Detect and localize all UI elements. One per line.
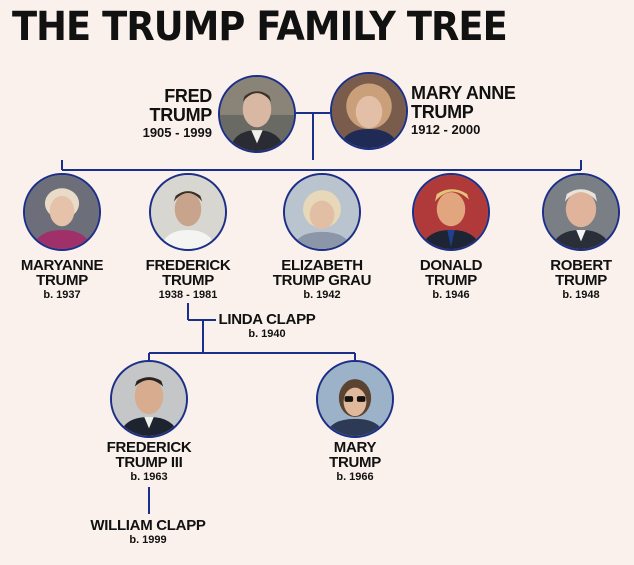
fred-trump-photo	[218, 75, 296, 153]
elizabeth-trump-grau-name-line1: ELIZABETH	[281, 257, 363, 274]
elizabeth-trump-grau-label: ELIZABETH TRUMP GRAU b. 1942	[262, 258, 382, 302]
frederick-trump-iii-dates: b. 1963	[130, 471, 168, 483]
frederick-trump-iii-photo	[110, 360, 188, 438]
donald-trump-dates: b. 1946	[432, 289, 470, 301]
mary-trump-label: MARY TRUMP b. 1966	[300, 440, 410, 484]
frederick-trump-dates: 1938 - 1981	[158, 289, 218, 301]
page-title: THE TRUMP FAMILY TREE	[12, 4, 508, 50]
donald-trump-name-line1: DONALD	[419, 257, 483, 274]
robert-trump-name-line1: ROBERT	[550, 257, 612, 274]
robert-trump-dates: b. 1948	[562, 289, 600, 301]
linda-clapp-label: LINDA CLAPP b. 1940	[212, 312, 322, 341]
mary-anne-trump-photo	[330, 72, 408, 150]
fred-trump-name-line2: TRUMP	[149, 105, 213, 125]
frederick-trump-photo	[149, 173, 227, 251]
frederick-trump-iii-name-line2: TRUMP III	[115, 454, 183, 471]
mary-anne-trump-label: MARY ANNE TRUMP 1912 - 2000	[411, 84, 541, 138]
maryanne-trump-dates: b. 1937	[43, 289, 81, 301]
donald-trump-label: DONALD TRUMP b. 1946	[398, 258, 504, 302]
robert-trump-name-line2: TRUMP	[555, 272, 607, 289]
frederick-trump-label: FREDERICK TRUMP 1938 - 1981	[134, 258, 242, 302]
fred-trump-name-line1: FRED	[164, 86, 212, 106]
maryanne-trump-photo	[23, 173, 101, 251]
donald-trump-name-line2: TRUMP	[425, 272, 477, 289]
william-clapp-name: WILLIAM CLAPP	[90, 517, 206, 534]
fred-trump-dates: 1905 - 1999	[142, 125, 212, 140]
mary-trump-dates: b. 1966	[336, 471, 374, 483]
donald-trump-photo	[412, 173, 490, 251]
robert-trump-photo	[542, 173, 620, 251]
linda-clapp-dates: b. 1940	[248, 328, 286, 340]
mary-trump-name-line2: TRUMP	[329, 454, 381, 471]
elizabeth-trump-grau-dates: b. 1942	[303, 289, 341, 301]
frederick-trump-name-line2: TRUMP	[162, 272, 214, 289]
fred-trump-label: FRED TRUMP 1905 - 1999	[120, 86, 213, 141]
frederick-trump-iii-name-line1: FREDERICK	[106, 439, 192, 456]
mary-anne-trump-dates: 1912 - 2000	[411, 122, 481, 137]
mary-anne-trump-name-line2: TRUMP	[411, 102, 474, 122]
elizabeth-trump-grau-photo	[283, 173, 361, 251]
maryanne-trump-name-line2: TRUMP	[36, 272, 88, 289]
linda-clapp-name: LINDA CLAPP	[218, 311, 316, 328]
william-clapp-dates: b. 1999	[129, 534, 167, 546]
frederick-trump-name-line1: FREDERICK	[145, 257, 231, 274]
mary-trump-name-line1: MARY	[333, 439, 377, 456]
elizabeth-trump-grau-name-line2: TRUMP GRAU	[272, 272, 372, 289]
mary-trump-photo	[316, 360, 394, 438]
mary-anne-trump-name-line1: MARY ANNE	[411, 83, 516, 103]
frederick-trump-iii-label: FREDERICK TRUMP III b. 1963	[94, 440, 204, 484]
maryanne-trump-label: MARYANNE TRUMP b. 1937	[10, 258, 114, 302]
william-clapp-label: WILLIAM CLAPP b. 1999	[80, 518, 216, 547]
robert-trump-label: ROBERT TRUMP b. 1948	[528, 258, 634, 302]
maryanne-trump-name-line1: MARYANNE	[20, 257, 104, 274]
